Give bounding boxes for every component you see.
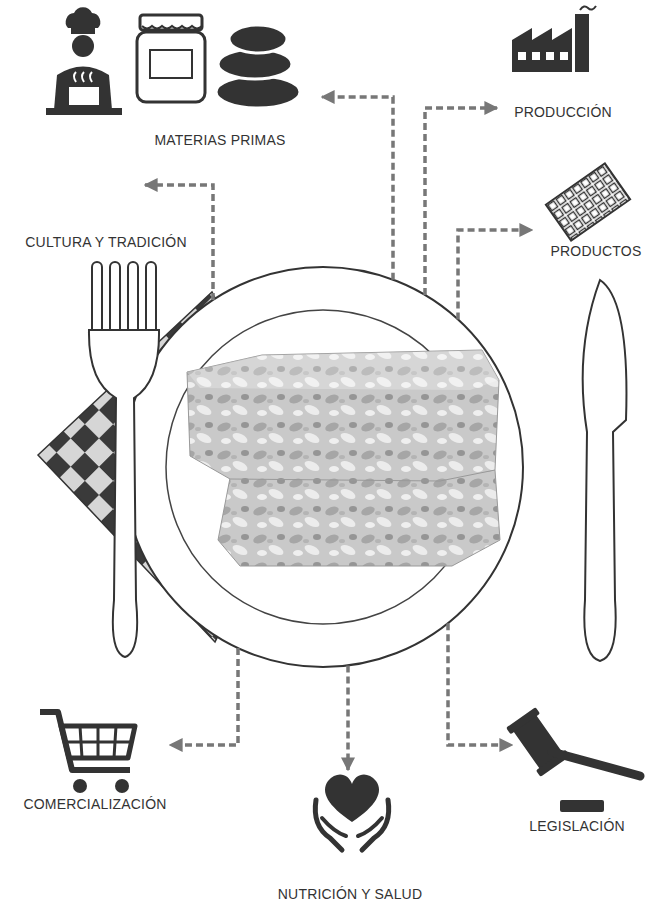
steam: [74, 72, 92, 82]
factory-window: [546, 52, 554, 60]
category-label: COMERCIALIZACIÓN: [23, 796, 166, 812]
chef-table: [46, 108, 122, 115]
jar-lid: [140, 15, 202, 30]
jar-lid: [142, 26, 202, 29]
heart-icon: [325, 774, 379, 822]
factory-window: [532, 52, 540, 60]
fork-tine: [128, 262, 138, 338]
factory-window: [560, 52, 568, 60]
category-node: PRODUCTOS: [532, 165, 647, 270]
chef-hat: [71, 28, 95, 34]
chef-hat: [66, 7, 101, 28]
cart-grid: [64, 726, 132, 758]
gavel-head: [506, 707, 540, 734]
category-node: LEGISLACIÓN: [512, 705, 647, 845]
category-label: NUTRICIÓN Y SALUD: [278, 886, 422, 902]
nougat-highlight: [187, 350, 499, 390]
fork-tine: [146, 262, 156, 338]
dashed-arrow: [448, 623, 512, 745]
knife: [583, 280, 627, 661]
category-label: PRODUCCIÓN: [514, 104, 612, 120]
stone: [216, 76, 300, 108]
chef-body: [54, 67, 112, 111]
factory-chimney: [575, 14, 589, 72]
category-node: COMERCIALIZACIÓN: [10, 700, 170, 825]
fork-tine: [92, 262, 102, 338]
jar-label: [150, 50, 192, 78]
gavel-block: [560, 800, 604, 812]
cart-wheel: [73, 779, 87, 793]
category-label: MATERIAS PRIMAS: [154, 132, 285, 148]
category-label: LEGISLACIÓN: [529, 818, 625, 834]
dashed-arrow: [170, 648, 238, 745]
chocolate-icon: [546, 163, 630, 240]
gavel-icon: [506, 707, 570, 777]
category-label: CULTURA Y TRADICIÓN: [25, 234, 186, 250]
hand-icon: [322, 818, 382, 836]
plate-rim: [123, 267, 523, 667]
chocolate-bar: [546, 163, 630, 240]
dashed-arrow: [425, 108, 497, 295]
dashed-arrow: [322, 97, 393, 280]
category-label: PRODUCTOS: [551, 243, 642, 259]
cart-basket: [61, 726, 135, 758]
nougat-slab: [218, 470, 500, 566]
cart-wheel: [115, 779, 129, 793]
category-node: PRODUCCIÓN: [497, 0, 637, 130]
category-node: NUTRICIÓN Y SALUD: [260, 770, 440, 910]
factory-smoke: [580, 6, 596, 10]
nougat-slab: [187, 350, 499, 481]
jar-body: [137, 32, 205, 102]
stone: [229, 25, 287, 53]
fork-tine: [110, 262, 120, 338]
gavel-handle: [552, 752, 640, 776]
fork-handle: [89, 330, 159, 657]
dashed-arrow: [458, 230, 532, 319]
chef-pot: [68, 86, 100, 106]
category-node: CULTURA Y TRADICIÓN: [5, 5, 145, 250]
chef-head: [72, 35, 94, 57]
dashed-arrow: [346, 665, 350, 770]
factory-window: [518, 52, 526, 60]
category-node: MATERIAS PRIMAS: [130, 10, 322, 150]
plate-node: [123, 267, 523, 667]
factory-icon: [512, 28, 572, 72]
